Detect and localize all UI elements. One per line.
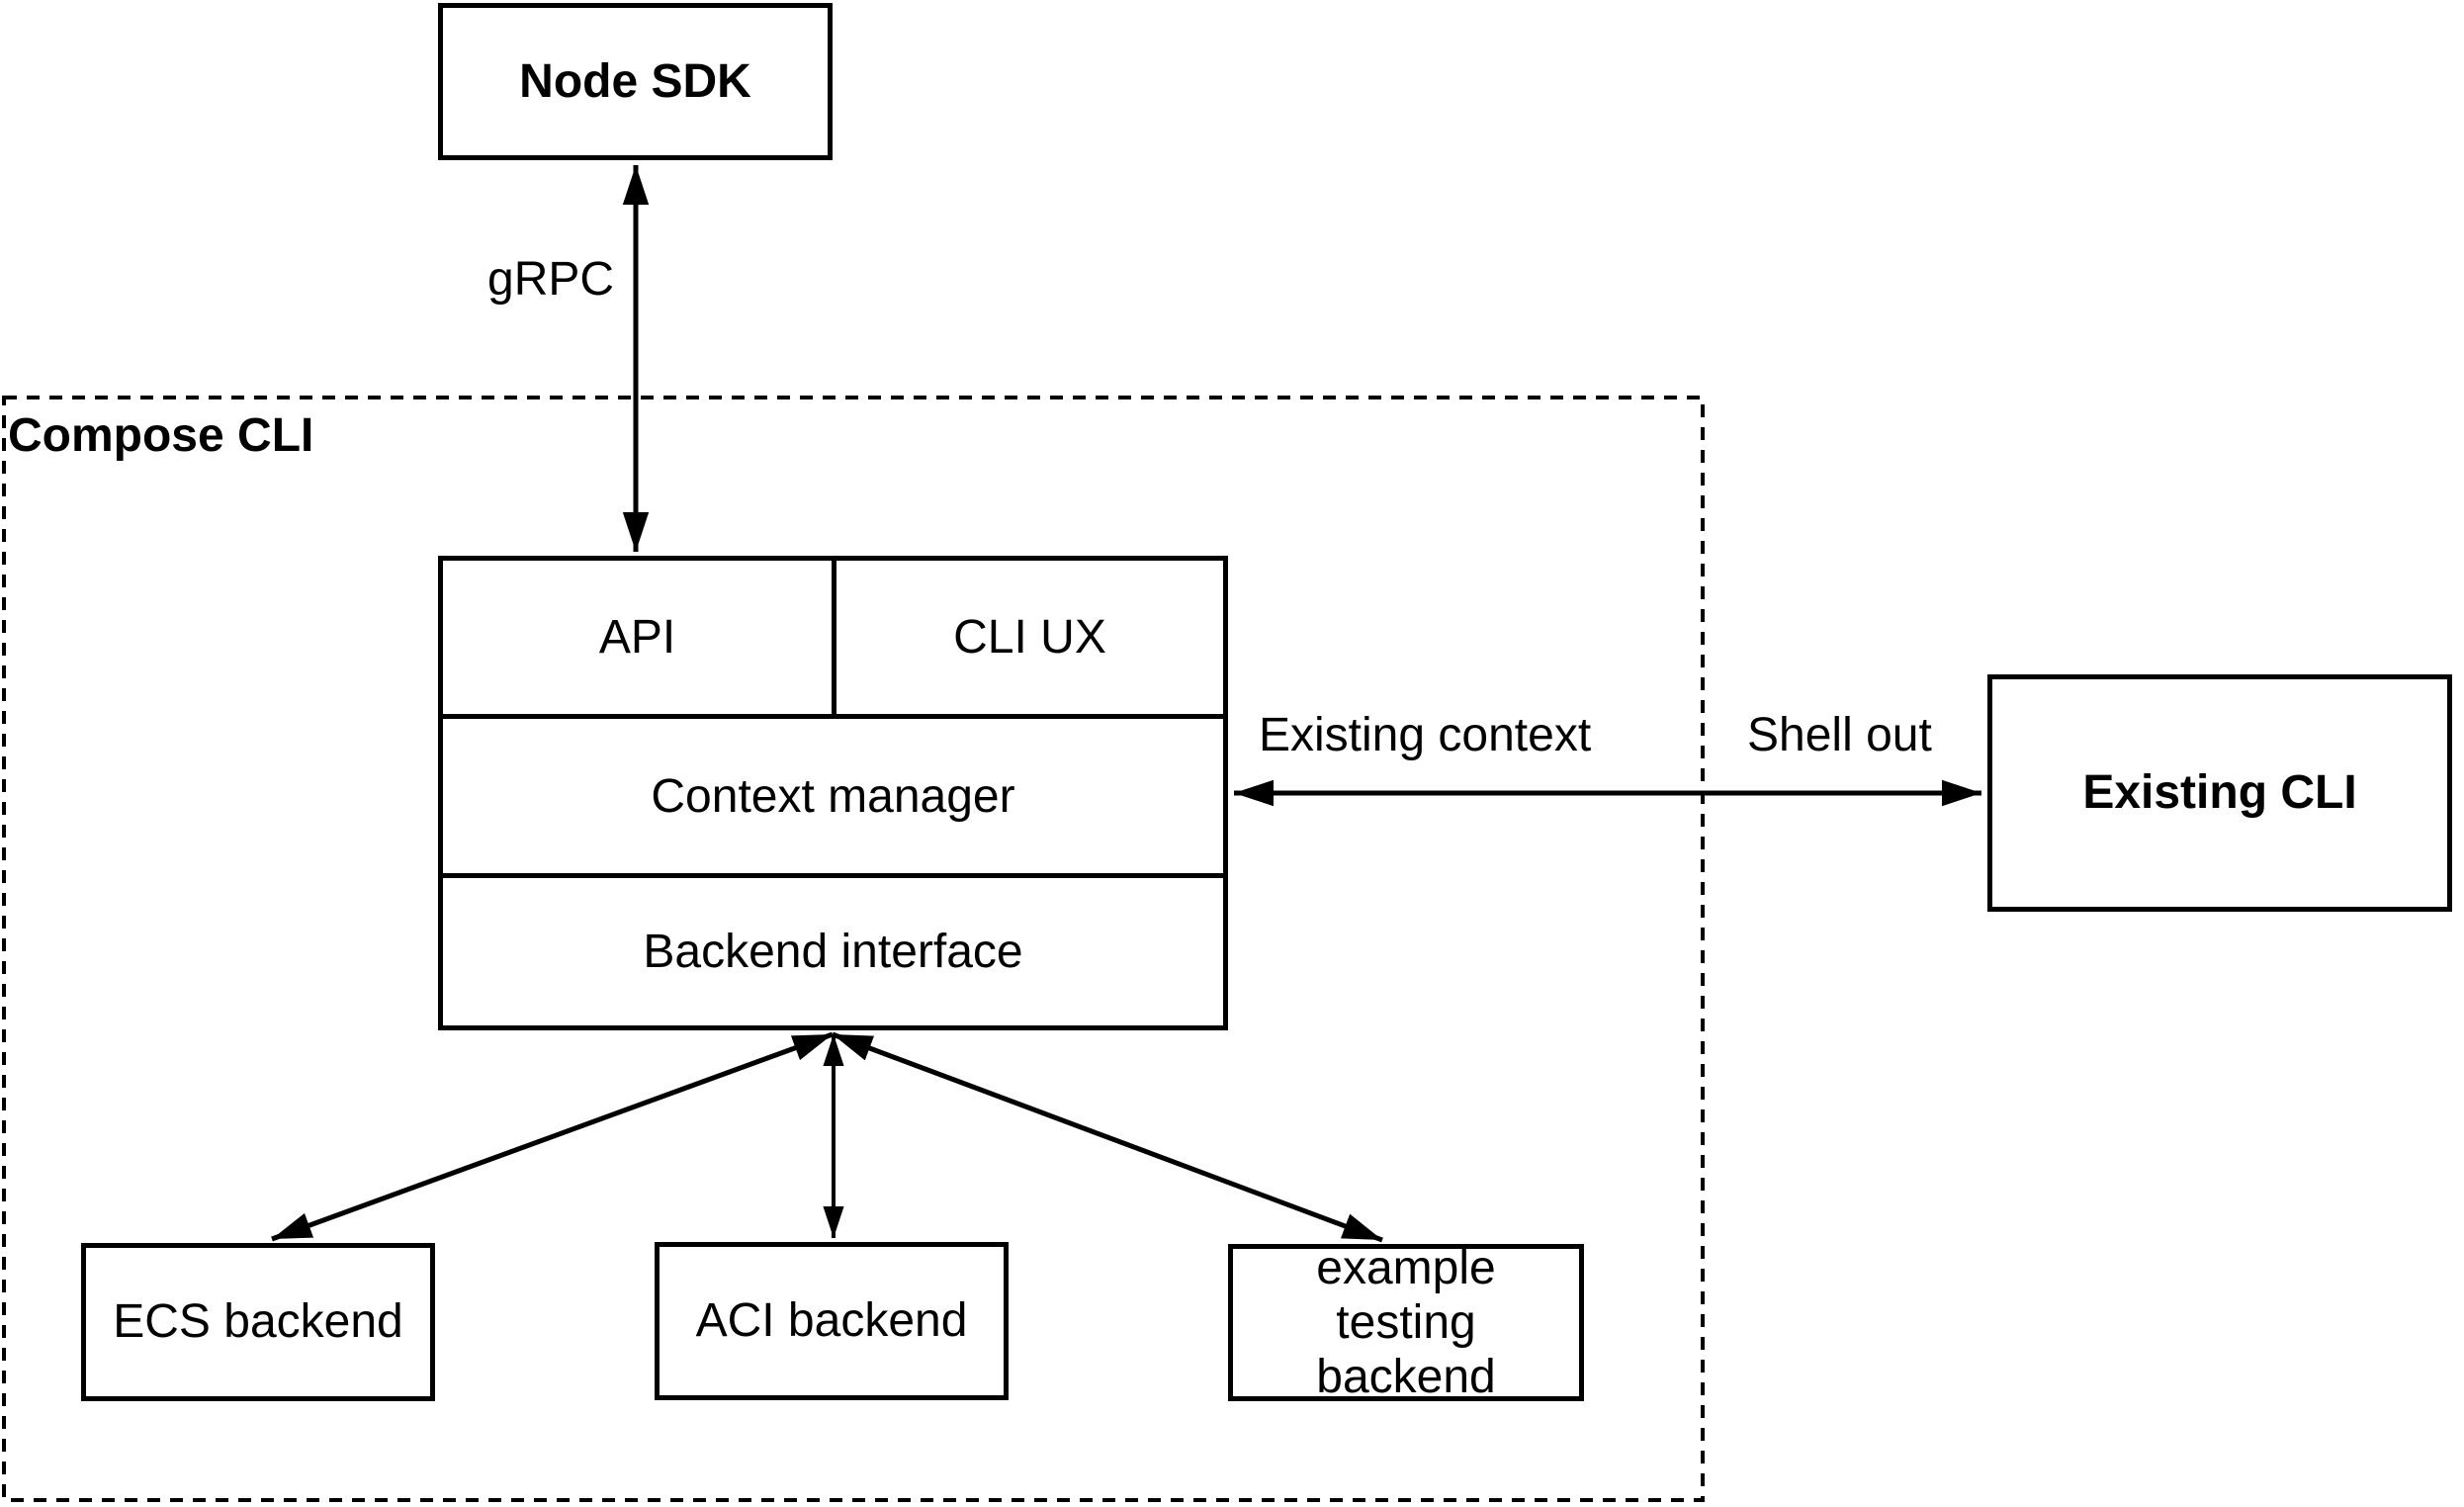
backend-interface-label: Backend interface xyxy=(643,926,1023,978)
api-label: API xyxy=(598,611,676,664)
aci-backend-label: ACI backend xyxy=(695,1294,968,1348)
node-sdk-label: Node SDK xyxy=(519,54,751,108)
top-row: API CLI UX xyxy=(443,561,1223,719)
compose-cli-group-label: Compose CLI xyxy=(8,409,314,462)
example-testing-backend-box: example testing backend xyxy=(1228,1242,1584,1403)
ecs-backend-arrow xyxy=(271,1031,834,1242)
context-manager-label: Context manager xyxy=(651,769,1015,823)
node-sdk-box: Node SDK xyxy=(438,3,833,160)
cli-ux-box: CLI UX xyxy=(836,561,1223,714)
context-manager-box: Context manager xyxy=(443,719,1223,878)
shell-out-edge-label: Shell out xyxy=(1747,709,1932,761)
existing-cli-box: Existing CLI xyxy=(1987,674,2452,912)
existing-cli-label: Existing CLI xyxy=(2082,766,2357,820)
api-box: API xyxy=(443,561,836,714)
example-backend-arrow xyxy=(832,1031,1383,1243)
existing-context-edge-label: Existing context xyxy=(1259,709,1592,761)
backend-interface-box: Backend interface xyxy=(443,878,1223,1025)
cli-ux-label: CLI UX xyxy=(953,611,1106,664)
compose-cli-group-border xyxy=(2,396,1705,1502)
compose-cli-core-box: API CLI UX Context manager Backend inter… xyxy=(438,556,1228,1030)
ecs-backend-label: ECS backend xyxy=(113,1295,403,1349)
ecs-backend-box: ECS backend xyxy=(81,1243,435,1401)
grpc-edge-label: gRPC xyxy=(487,253,615,306)
aci-backend-box: ACI backend xyxy=(655,1242,1009,1400)
example-testing-backend-label: example testing backend xyxy=(1316,1241,1496,1404)
